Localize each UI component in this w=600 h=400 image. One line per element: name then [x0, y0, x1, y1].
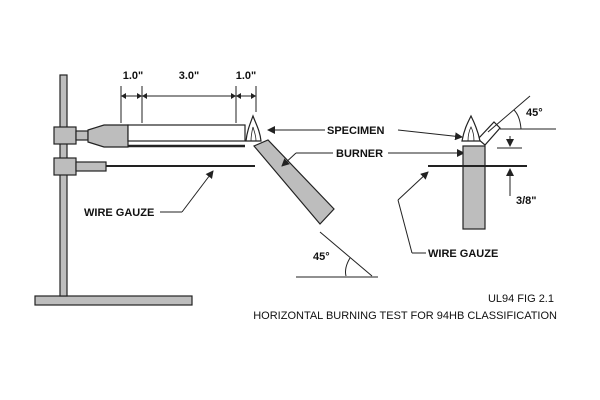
holder-jaw — [87, 124, 129, 148]
angle-indicator-right — [487, 95, 556, 133]
dim-label-1: 1.0" — [123, 70, 144, 82]
clamp-upper — [53, 126, 77, 145]
angle-right-label: 45° — [526, 107, 543, 119]
flame-left-inner-icon — [250, 126, 257, 142]
figure-caption: HORIZONTAL BURNING TEST FOR 94HB CLASSIF… — [253, 310, 557, 322]
spacing-indicator — [497, 136, 522, 196]
gauze-arm — [75, 161, 107, 172]
specimen-horizontal — [127, 124, 246, 148]
side-view — [428, 114, 527, 230]
figure-code: UL94 FIG 2.1 — [488, 293, 554, 305]
burner-leaders — [281, 149, 465, 167]
dim-label-3: 1.0" — [236, 70, 257, 82]
specimen-tilted — [477, 121, 501, 146]
angle-left-label: 45° — [313, 251, 330, 263]
gauze-support — [75, 161, 107, 172]
stand-rod — [59, 74, 68, 297]
burner-right — [462, 145, 486, 230]
spacing-label: 3/8" — [516, 195, 537, 207]
clamp-lower — [53, 157, 77, 176]
wire-gauze-right-label: WIRE GAUZE — [428, 248, 498, 260]
specimen-leaders — [267, 126, 463, 141]
wire-gauze-left-leader — [160, 170, 214, 213]
specimen-label: SPECIMEN — [327, 125, 385, 137]
ring-stand — [34, 74, 193, 306]
holder-arm — [75, 130, 89, 141]
flame-right-icon — [461, 114, 481, 142]
angle-indicator-left — [296, 231, 378, 278]
specimen-bar — [127, 124, 246, 142]
dim-label-2: 3.0" — [179, 70, 200, 82]
dimension-lines — [120, 86, 257, 123]
burner-left — [253, 139, 335, 225]
flame-right-inner-icon — [467, 126, 475, 142]
wire-gauze-right-leader — [397, 171, 429, 254]
burner-label: BURNER — [336, 148, 383, 160]
specimen-holder — [75, 124, 129, 148]
stand-base — [34, 295, 193, 306]
wire-gauze-left-label: WIRE GAUZE — [84, 207, 154, 219]
